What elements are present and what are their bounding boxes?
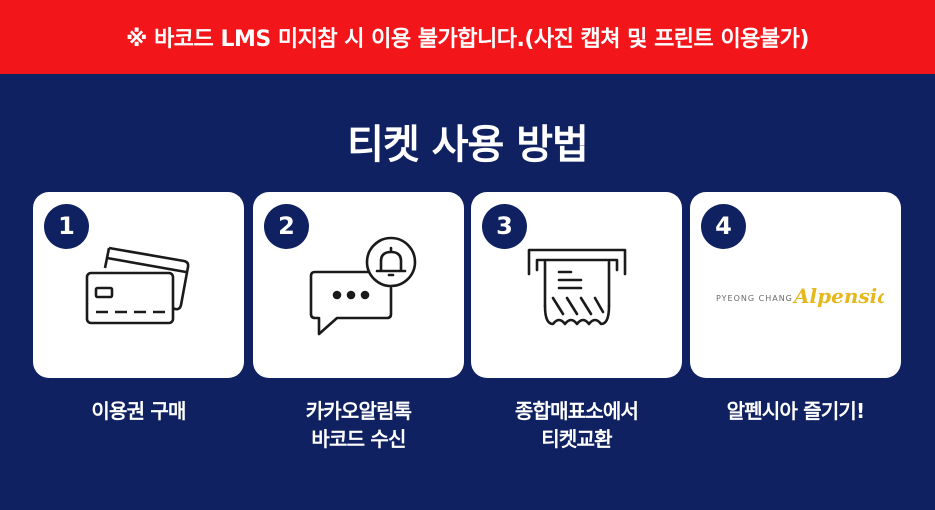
warning-text: ※ 바코드 LMS 미지참 시 이용 불가합니다.(사진 캡쳐 및 프린트 이용…: [126, 27, 809, 52]
ticket-machine-icon: [527, 248, 627, 326]
step-caption-1-line1: 이용권 구매: [91, 399, 186, 423]
step-caption-3: 종합매표소에서 티켓교환: [471, 397, 682, 453]
step-caption-3-line2: 티켓교환: [541, 427, 612, 451]
step-number-4: 4: [701, 204, 746, 249]
step-caption-2-line1: 카카오알림톡: [305, 399, 412, 423]
step-number-2: 2: [264, 204, 309, 249]
credit-card-icon: [85, 246, 190, 325]
page-title: 티켓 사용 방법: [347, 122, 589, 168]
step-number-1: 1: [44, 204, 89, 249]
step-caption-1: 이용권 구매: [33, 397, 244, 425]
logo-big-text: Alpensia: [792, 284, 884, 308]
chat-bell-icon: [309, 236, 417, 336]
logo-small-text: PYEONG CHANG: [716, 294, 793, 303]
warning-banner: ※ 바코드 LMS 미지참 시 이용 불가합니다.(사진 캡쳐 및 프린트 이용…: [0, 0, 935, 74]
step-card-1: 1: [33, 192, 244, 378]
step-caption-2: 카카오알림톡 바코드 수신: [253, 397, 464, 453]
step-caption-4: 알펜시아 즐기기!: [690, 397, 901, 425]
step-caption-2-line2: 바코드 수신: [311, 427, 406, 451]
step-card-4: 4 PYEONG CHANG Alpensia: [690, 192, 901, 378]
step-caption-3-line1: 종합매표소에서: [514, 399, 639, 423]
alpensia-logo: PYEONG CHANG Alpensia: [716, 284, 884, 308]
step-card-3: 3: [471, 192, 682, 378]
step-card-2: 2: [253, 192, 464, 378]
step-number-3: 3: [482, 204, 527, 249]
step-caption-4-line1: 알펜시아 즐기기!: [726, 399, 865, 423]
